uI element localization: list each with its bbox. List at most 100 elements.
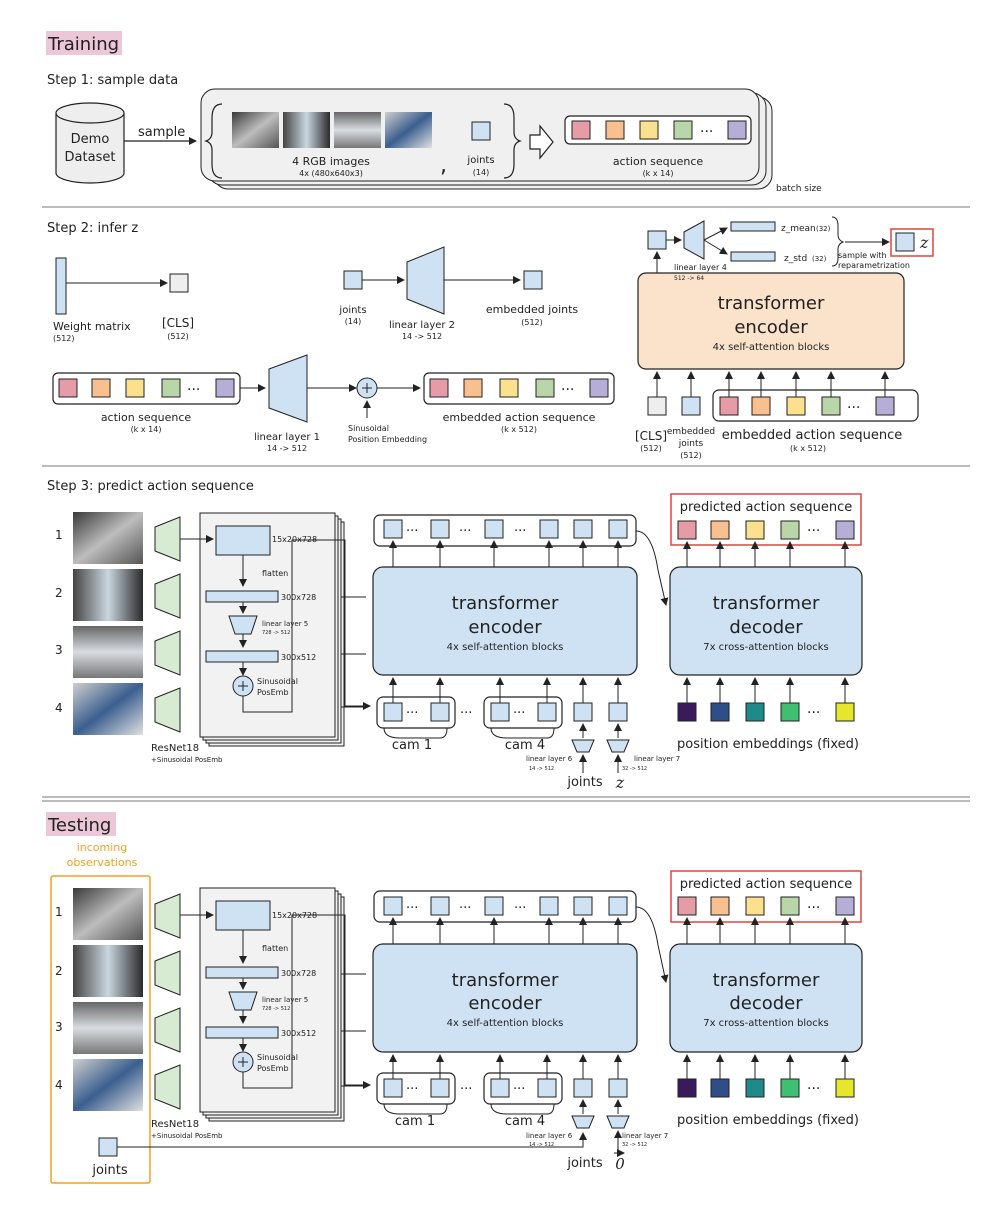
in-cls-label: [CLS] bbox=[635, 429, 667, 443]
test-cam-number-2: 2 bbox=[55, 964, 63, 978]
svg-text:···: ··· bbox=[847, 400, 860, 416]
test-transformer-decoder bbox=[669, 943, 863, 1053]
test-decoder-sub: 7x cross-attention blocks bbox=[703, 1018, 829, 1029]
test-feature-map bbox=[215, 900, 271, 931]
step3-encoder-title-1: transformer bbox=[452, 593, 559, 614]
test-encoder-output-tokens bbox=[383, 896, 628, 916]
emb-action-sub: (k x 512) bbox=[501, 425, 537, 434]
z-token bbox=[895, 232, 915, 252]
testing-header: Testing bbox=[46, 812, 116, 836]
step2-joints-sub: (14) bbox=[345, 317, 361, 326]
ellipsis: ··· bbox=[406, 524, 418, 539]
step3-linear5-sub: 728 -> 512 bbox=[262, 630, 290, 636]
svg-text:Testing: Testing bbox=[47, 815, 111, 836]
step2-action-sub: (k x 14) bbox=[131, 425, 162, 434]
test-linear5-label: linear layer 5 bbox=[262, 996, 308, 1004]
incoming-label-1: incoming bbox=[77, 841, 128, 854]
test-encoder-input-tokens bbox=[383, 1078, 628, 1098]
test-flatten: flatten bbox=[262, 944, 288, 953]
z-std-sub: (32) bbox=[812, 255, 827, 263]
in-joints-sub: (512) bbox=[680, 451, 702, 460]
step3-decoder-title-2: decoder bbox=[729, 617, 803, 638]
z-mean-label: z_mean bbox=[781, 224, 816, 234]
step3-feat2: 300x728 bbox=[281, 593, 316, 602]
test-cam4-label: cam 4 bbox=[505, 1114, 545, 1129]
sample-with-label: sample with bbox=[838, 251, 887, 260]
cvae-input-arrows bbox=[653, 371, 889, 397]
svg-text:0: 0 bbox=[615, 1155, 625, 1173]
step2-joints-box bbox=[343, 270, 363, 290]
step3-flat-features bbox=[205, 590, 279, 603]
test-linear7-sub: 32 -> 512 bbox=[622, 1142, 647, 1148]
step3-predicted-tokens bbox=[677, 520, 855, 540]
reparam-label: reparametrization bbox=[838, 261, 910, 270]
linear4-label: linear layer 4 bbox=[674, 263, 727, 272]
test-linear-layer-6 bbox=[571, 1115, 595, 1129]
step3-encoder-up-arrows bbox=[389, 540, 622, 567]
comma: , bbox=[440, 153, 447, 178]
step3-encoder-input-arrows bbox=[389, 677, 622, 703]
training-header: Training bbox=[46, 31, 122, 55]
step3-projected-features bbox=[205, 650, 279, 663]
cam-number-2: 2 bbox=[55, 586, 63, 600]
action-sub: (k x 14) bbox=[643, 169, 674, 178]
cam4-label: cam 4 bbox=[505, 738, 545, 753]
sinusoidal-label-1: Sinusoidal bbox=[348, 424, 389, 433]
ellipsis: ··· bbox=[406, 706, 418, 721]
images-sub: 4x (480x640x3) bbox=[299, 169, 363, 178]
test-decoder-up-arrows bbox=[683, 917, 849, 944]
test-posemb-label: position embeddings (fixed) bbox=[677, 1113, 859, 1128]
incoming-label-2: observations bbox=[67, 856, 138, 869]
test-linear-layer-5 bbox=[228, 991, 258, 1011]
linear1-sub: 14 -> 512 bbox=[267, 444, 307, 453]
test-joints-label: joints bbox=[566, 1156, 603, 1171]
test-encoder-title-1: transformer bbox=[452, 970, 559, 991]
joints-sub: (14) bbox=[473, 168, 489, 177]
joints-box bbox=[471, 121, 491, 141]
in-action-sub: (k x 512) bbox=[790, 444, 826, 453]
dataset-label-1: Demo bbox=[71, 132, 110, 147]
step3-linear7-label: linear layer 7 bbox=[634, 755, 680, 763]
ellipsis: ··· bbox=[807, 523, 820, 539]
test-feat2: 300x728 bbox=[281, 969, 316, 978]
step3-encoder-output-tokens bbox=[383, 519, 628, 539]
action-label: action sequence bbox=[613, 155, 704, 168]
z-symbol: z bbox=[919, 233, 929, 252]
linear1-label: linear layer 1 bbox=[254, 432, 320, 443]
in-action-label: embedded action sequence bbox=[722, 428, 903, 443]
emb-action-label: embedded action sequence bbox=[443, 411, 596, 424]
test-stack-output-lines bbox=[341, 973, 366, 1087]
test-posemb-2: PosEmb bbox=[257, 1064, 289, 1073]
step3-linear6-sub: 14 -> 512 bbox=[529, 766, 554, 772]
test-predicted-highlight bbox=[670, 870, 862, 923]
test-decoder-title-1: transformer bbox=[713, 970, 820, 991]
cvae-encoder-title-1: transformer bbox=[718, 293, 825, 314]
test-decoder-title-2: decoder bbox=[729, 993, 803, 1014]
step3-transformer-encoder bbox=[372, 566, 638, 676]
z-std-label: z_std bbox=[784, 254, 807, 264]
step3-posemb-arrows bbox=[683, 677, 849, 703]
step3-posemb-label: position embeddings (fixed) bbox=[677, 737, 859, 752]
zero-vector-symbol: 0 bbox=[614, 1149, 625, 1173]
ellipsis: ··· bbox=[514, 901, 526, 916]
test-linear6-sub: 14 -> 512 bbox=[529, 1142, 554, 1148]
step3-linear-layer-5 bbox=[228, 615, 258, 635]
step3-resnet-sub: +Sinusoidal PosEmb bbox=[151, 756, 223, 764]
ellipsis: ··· bbox=[406, 1082, 418, 1097]
step3-decoder-up-arrows bbox=[683, 541, 849, 567]
step3-z-symbol: z bbox=[615, 773, 625, 792]
images-label: 4 RGB images bbox=[292, 155, 370, 168]
test-cam-number-1: 1 bbox=[55, 905, 63, 919]
svg-text:···: ··· bbox=[187, 382, 200, 398]
cam-number-3: 3 bbox=[55, 643, 63, 657]
test-camera-images bbox=[73, 888, 143, 1111]
ellipsis: ··· bbox=[514, 524, 526, 539]
rgb-image-thumbnails bbox=[232, 112, 432, 148]
z-mean-sub: (32) bbox=[816, 225, 831, 233]
hollow-right-arrow-icon bbox=[529, 124, 554, 160]
step3-joints-label: joints bbox=[566, 775, 603, 790]
z-mean-vector bbox=[730, 221, 776, 232]
test-posemb-1: Sinusoidal bbox=[257, 1053, 298, 1062]
test-flat-features bbox=[205, 966, 279, 979]
incoming-observations-box bbox=[50, 875, 151, 1184]
